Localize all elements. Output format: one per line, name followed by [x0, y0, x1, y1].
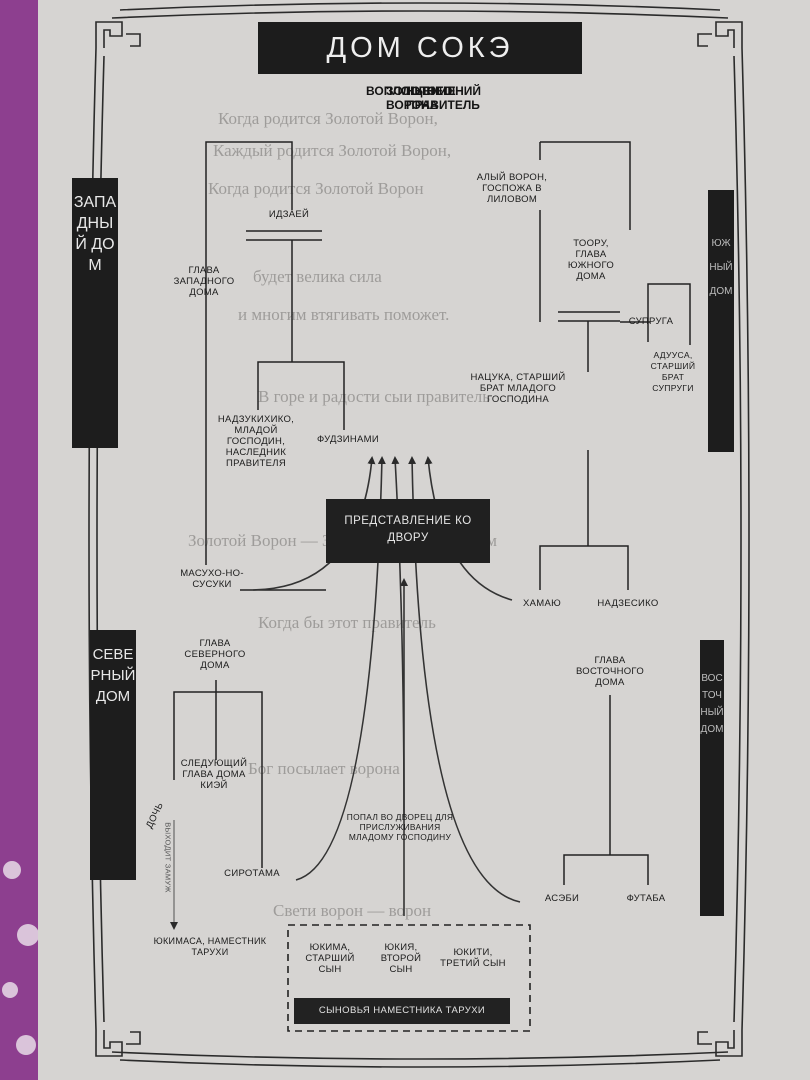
married-annotation: ВЫХОДИТ ЗАМУЖ — [163, 822, 173, 893]
background-text-line: и многим втягивать поможет. — [238, 305, 450, 324]
person-north-head: ГЛАВА СЕВЕРНОГО ДОМА — [184, 638, 246, 671]
person-idzaei: ИДЗАЕЙ — [268, 209, 310, 220]
background-text-line: будет велика сила — [253, 267, 382, 286]
background-text-line: Когда родится Золотой Ворон — [208, 179, 424, 198]
person-siroyama: СИРОТАМА — [224, 868, 280, 879]
background-text-line: В горе и радости сыи правитель — [258, 387, 491, 406]
person-west-head: ГЛАВА ЗАПАДНОГО ДОМА — [173, 265, 235, 298]
person-natsuka: НАЦУКА, СТАРШИЙ БРАТ МЛАДОГО ГОСПОДИНА — [470, 372, 566, 405]
person-tooru: ТООРУ, ГЛАВА ЮЖНОГО ДОМА — [567, 238, 615, 282]
background-text-line: Свети ворон — ворон — [273, 901, 432, 920]
person-scarlet-crow: АЛЫЙ ВОРОН, ГОСПОЖА В ЛИЛОВОМ — [476, 172, 548, 205]
person-spouse: СУПРУГА — [628, 316, 674, 327]
family-tree-lines — [173, 141, 691, 885]
diagram-title: ДОМ СОКЭ — [258, 22, 582, 74]
person-nadzukihiko: НАДЗУКИХИКО, МЛАДОЙ ГОСПОДИН, НАСЛЕДНИК … — [217, 414, 295, 469]
house-band-south: ЮЖНЫЙ ДОМ — [708, 190, 734, 452]
person-yukimasa: ЮКИМАСА, НАМЕСТНИК ТАРУХИ — [153, 936, 267, 957]
adjacent-page-pattern — [2, 861, 39, 1055]
sons-of-governor-box: СЫНОВЬЯ НАМЕСТНИКА ТАРУХИ — [294, 998, 510, 1024]
vertical-title-golden-crow: ЗОЛОТОГО ВОРОНА — [386, 84, 453, 113]
background-text-line: Когда бы этот правитель — [258, 613, 436, 632]
background-text-line: Когда родится Золотой Ворон, — [218, 109, 438, 128]
house-band-west: ЗАПАДНЫЙ ДОМ — [72, 178, 118, 448]
person-nadzesiko: НАДЗЕСИКО — [597, 598, 659, 609]
person-asebi: АСЭБИ — [544, 893, 580, 904]
person-hamayu: ХАМАЮ — [522, 598, 562, 609]
house-band-north: СЕВЕРНЫЙ ДОМ — [90, 630, 136, 880]
person-yukiti: ЮКИТИ, ТРЕТИЙ СЫН — [440, 947, 506, 969]
person-masuho: МАСУХО-НО-СУСУКИ — [180, 568, 244, 590]
person-next-north-head: СЛЕДУЮЩИЙ ГЛАВА ДОМА КИЭЙ — [180, 758, 248, 791]
person-aduusa: АДУУСА, СТАРШИЙ БРАТ СУПРУГИ — [650, 350, 696, 393]
house-band-east: ВОСТОЧНЫЙ ДОМ — [700, 640, 724, 916]
person-yukima: ЮКИМА, СТАРШИЙ СЫН — [305, 942, 355, 975]
background-text-line: Каждый родится Золотой Ворон, — [213, 141, 452, 160]
person-yukiya: ЮКИЯ, ВТОРОЙ СЫН — [380, 942, 422, 975]
sons-dashed-box — [287, 924, 531, 1032]
to-court-annotation: ПОПАЛ ВО ДВОРЕЦ ДЛЯ ПРИСЛУЖИВАНИЯ МЛАДОМ… — [346, 812, 454, 842]
background-text-line: Бог посылает ворона — [248, 759, 400, 778]
adjacent-page-purple-edge — [0, 0, 40, 1080]
person-east-head: ГЛАВА ВОСТОЧНОГО ДОМА — [575, 655, 645, 688]
vertical-title-ruler: НЫНЕШНИЙ ПРАВИТЕЛЬ — [406, 84, 481, 113]
presentation-to-court-box: ПРЕДСТАВЛЕНИЕ КО ДВОРУ — [326, 499, 490, 563]
vertical-title-incarnation: ВОПЛОЩЕНИЕ — [366, 84, 456, 98]
person-futaba: ФУТАБА — [626, 893, 666, 904]
person-fudzinami: ФУДЗИНАМИ — [316, 434, 380, 445]
